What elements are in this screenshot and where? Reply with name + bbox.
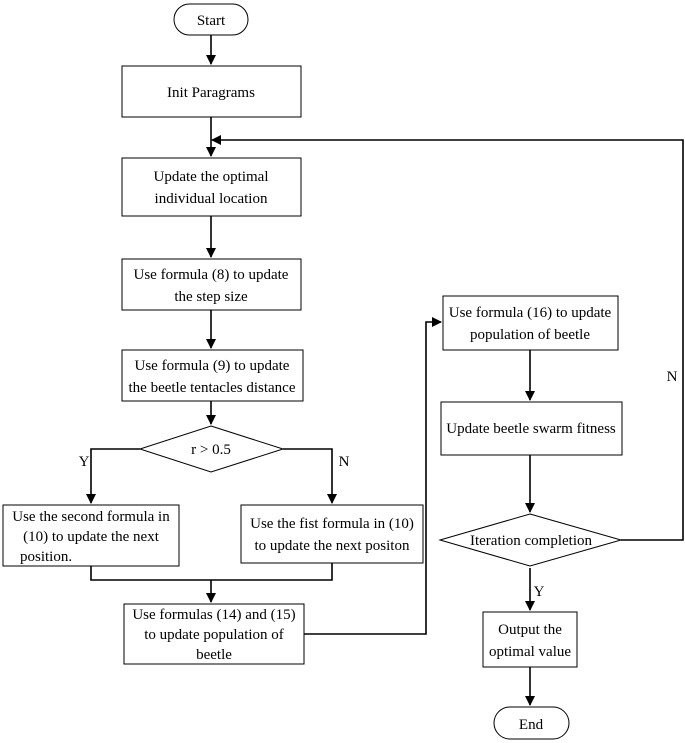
- arrow-decision-yes-branch: [86, 448, 140, 504]
- formulas-14-15-node: Use formulas (14) and (15) to update pop…: [123, 603, 305, 665]
- arrow-iteration-no-loop: [211, 135, 684, 541]
- init-params-node: Init Paragrams: [121, 65, 302, 118]
- update-optimal-node: Update the optimal individual location: [121, 157, 302, 217]
- swarm-fitness-node: Update beetle swarm fitness: [440, 401, 623, 456]
- iteration-completion-node: Iteration completion: [438, 513, 623, 567]
- formula8-line-2: the step size: [174, 289, 248, 305]
- start-label: Start: [197, 13, 226, 29]
- swarm-fitness-label: Update beetle swarm fitness: [446, 421, 616, 437]
- connectors: [86, 35, 684, 706]
- update-optimal-line-1: Update the optimal: [154, 169, 269, 185]
- merge-line-left: [90, 566, 211, 581]
- formula16-line-2: population of beetle: [470, 327, 590, 343]
- first-formula-node: Use the fist formula in (10) to update t…: [240, 504, 424, 564]
- decision-r-node: r > 0.5: [138, 425, 285, 473]
- formula9-line-1: Use formula (9) to update: [135, 358, 290, 374]
- second-formula-node: Use the second formula in (10) to update…: [2, 504, 180, 567]
- formula9-line-2: the beetle tentacles distance: [129, 380, 296, 396]
- iteration-completion-label: Iteration completion: [470, 533, 593, 549]
- arrow-formulas-14-15-to-formula16: [304, 317, 442, 635]
- iteration-yes-label: Y: [534, 584, 545, 600]
- merge-line-right: [211, 563, 333, 581]
- output-optimal-node: Output the optimal value: [482, 611, 578, 668]
- end-label: End: [519, 717, 544, 733]
- output-optimal-line-2: optimal value: [489, 644, 571, 660]
- formulas-14-15-line-2: to update population of: [144, 627, 284, 643]
- second-formula-line-2: (10) to update the next: [23, 529, 160, 545]
- formula8-node: Use formula (8) to update the step size: [121, 258, 302, 311]
- formula16-line-1: Use formula (16) to update: [449, 305, 612, 321]
- first-formula-line-1: Use the fist formula in (10): [250, 516, 414, 532]
- output-optimal-line-1: Output the: [498, 622, 562, 638]
- first-formula-line-2: to update the next positon: [255, 538, 410, 554]
- start-node: Start: [173, 3, 249, 36]
- decision-r-yes-label: Y: [79, 454, 90, 470]
- arrow-decision-no-branch: [283, 448, 337, 504]
- update-optimal-line-2: individual location: [155, 191, 268, 207]
- formulas-14-15-line-3: beetle: [196, 647, 232, 663]
- formula9-node: Use formula (9) to update the beetle ten…: [121, 349, 304, 402]
- end-node: End: [493, 706, 570, 740]
- init-params-label: Init Paragrams: [167, 85, 255, 101]
- formulas-14-15-line-1: Use formulas (14) and (15): [132, 607, 295, 623]
- formula16-node: Use formula (16) to update population of…: [442, 295, 619, 351]
- second-formula-line-1: Use the second formula in: [12, 509, 170, 525]
- second-formula-line-3: position.: [20, 549, 72, 565]
- decision-r-label: r > 0.5: [191, 442, 231, 458]
- iteration-no-label: N: [667, 369, 678, 385]
- formula8-line-1: Use formula (8) to update: [134, 267, 289, 283]
- decision-r-no-label: N: [339, 454, 350, 470]
